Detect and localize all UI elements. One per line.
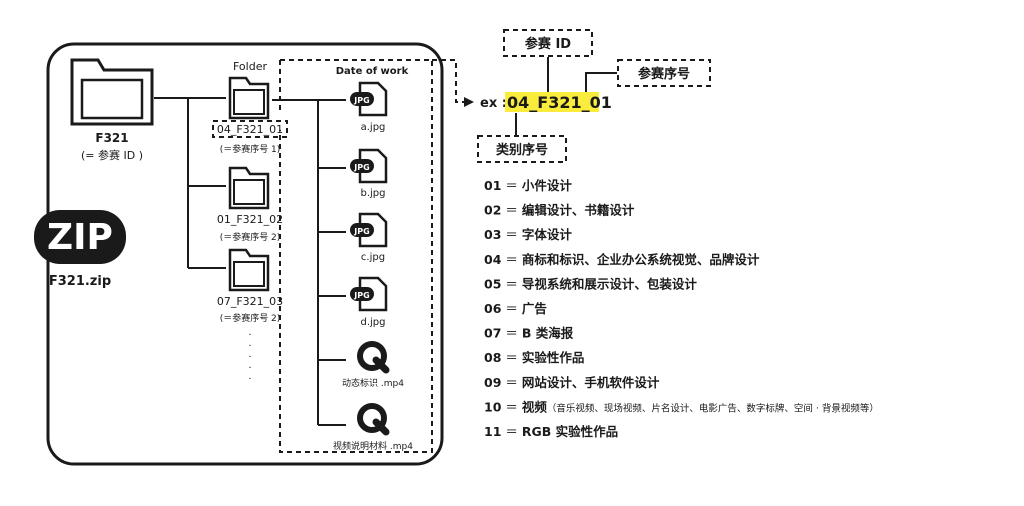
category-label: RGB 实验性作品 [522,424,618,439]
zip-badge: ZIP [34,210,126,264]
example-prefix: ex : [480,96,507,111]
category-item: 09 ＝ 网站设计、手机软件设计 [484,375,660,390]
category-equals: ＝ [501,276,521,291]
category-code: 10 [484,399,502,414]
file-name: b.jpg [361,188,386,199]
category-code: 05 [484,276,501,291]
file-name: d.jpg [361,317,386,328]
folder-name-dashed-box [212,120,288,138]
example-code: 04_F321_01 [507,93,612,112]
file-name: c.jpg [361,252,385,263]
category-item: 06 ＝ 广告 [484,301,547,316]
jpg-file-icon: JPG [350,148,388,184]
category-code: 04 [484,252,502,267]
files-column-header: Date of work [336,66,409,77]
category-equals: ＝ [501,227,521,242]
category-equals: ＝ [501,178,521,193]
category-equals: ＝ [501,399,521,414]
svg-text:JPG: JPG [353,291,369,300]
file-tree-connectors [272,99,346,426]
cat-label-box [477,135,567,163]
folder-name: 07_F321_03 [217,295,283,308]
category-label: B 类海报 [522,326,574,341]
category-label: 字体设计 [522,227,573,242]
category-detail: （音乐视频、现场视频、片名设计、电影广告、数字标牌、空间 · 背景视频等） [547,402,879,414]
quicktime-icon [357,403,390,436]
category-code: 06 [484,301,502,316]
folder-name: 04_F321_01 [217,123,283,136]
arrow-right-icon [464,97,474,107]
category-equals: ＝ [501,203,521,218]
svg-text:JPG: JPG [353,227,369,236]
jpg-file-icon: JPG [350,212,388,248]
folder-icon [228,248,270,292]
category-equals: ＝ [501,252,521,267]
category-item: 05 ＝ 导视系统和展示设计、包装设计 [484,276,697,291]
category-item: 03 ＝ 字体设计 [484,227,572,242]
cat-label: 类别序号 [496,142,548,158]
category-label: 导视系统和展示设计、包装设计 [522,276,698,291]
category-item: 04 ＝ 商标和标识、企业办公系统视觉、品牌设计 [484,252,760,267]
category-list: 01 ＝ 小件设计 02 ＝ 编辑设计、书籍设计 03 ＝ 字体设计 04 ＝ 商标和… [484,178,879,439]
jpg-file-icon: JPG [350,81,388,117]
category-equals: ＝ [501,326,521,341]
folder-column-header: Folder [233,60,267,73]
category-label: 商标和标识、企业办公系统视觉、品牌设计 [522,252,760,267]
root-folder-icon [70,58,154,126]
category-code: 02 [484,203,501,218]
category-code: 01 [484,178,501,193]
category-code: 09 [484,375,501,390]
category-code: 07 [484,326,501,341]
category-code: 03 [484,227,501,242]
folder-tree-connectors [154,97,226,269]
category-label: 编辑设计、书籍设计 [522,203,635,218]
zip-filename: F321.zip [49,274,111,289]
category-equals: ＝ [501,301,521,316]
folder-note: (＝参赛序号 1) [220,143,281,155]
id-label: 参赛 ID [525,36,571,52]
category-code: 08 [484,350,501,365]
category-equals: ＝ [501,350,521,365]
category-item: 10 ＝ 视频（音乐视频、现场视频、片名设计、电影广告、数字标牌、空间 · 背景… [484,399,879,414]
jpg-file-icon: JPG [350,276,388,312]
svg-text:JPG: JPG [353,96,369,105]
category-label: 视频 [522,399,548,414]
category-label: 广告 [522,301,548,316]
folder-icon [228,76,270,120]
category-item: 08 ＝ 实验性作品 [484,350,584,365]
seq-pointer-line [585,72,617,94]
category-item: 01 ＝ 小件设计 [484,178,572,193]
example-highlight [505,92,599,112]
category-item: 02 ＝ 编辑设计、书籍设计 [484,203,635,218]
category-item: 07 ＝ B 类海报 [484,326,574,341]
root-folder-name: F321 [95,131,128,145]
folder-icon [228,166,270,210]
category-label: 网站设计、手机软件设计 [522,375,660,390]
svg-text:JPG: JPG [353,163,369,172]
quicktime-icon [357,341,390,374]
file-name: 动态标识 .mp4 [342,377,404,389]
example-dashed-connector [432,59,466,103]
zip-badge-label: ZIP [47,217,113,258]
category-label: 实验性作品 [522,350,585,365]
id-label-box [503,29,593,57]
file-name: 视频说明材料 .mp4 [333,440,413,452]
category-item: 11 ＝ RGB 实验性作品 [484,424,618,439]
folder-note: (＝参赛序号 2) [220,231,281,243]
root-folder-note: (= 参赛 ID ) [81,148,143,162]
folder-ellipsis: ····· [248,330,251,385]
seq-label-box [617,59,711,87]
files-dashed-frame [279,59,433,453]
file-name: a.jpg [361,122,386,133]
seq-label: 参赛序号 [638,66,690,82]
category-code: 11 [484,424,501,439]
category-label: 小件设计 [521,178,573,193]
folder-name: 01_F321_02 [217,213,283,226]
category-equals: ＝ [501,375,521,390]
category-equals: ＝ [501,424,521,439]
folder-note: (＝参赛序号 2) [220,312,281,324]
